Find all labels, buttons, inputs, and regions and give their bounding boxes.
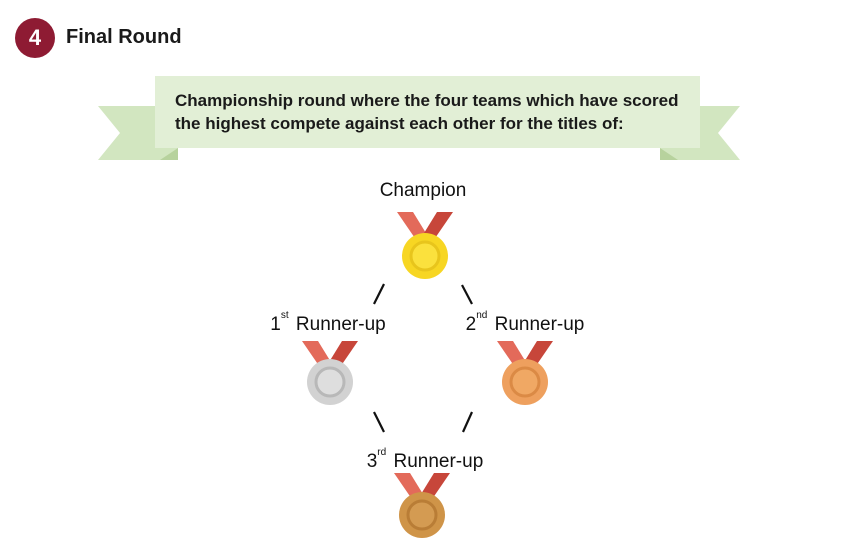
copper-medal-icon xyxy=(394,473,450,538)
section-title: Final Round xyxy=(66,26,182,48)
gold-medal-icon xyxy=(397,212,453,279)
second-runner-up-label: 2nd Runner-up xyxy=(465,310,585,335)
silver-medal-icon xyxy=(302,341,358,405)
connector-second-third xyxy=(461,411,474,433)
connector-champion-first xyxy=(373,283,385,305)
third-runner-up-label: 3rd Runner-up xyxy=(366,447,484,472)
bronze-medal-icon xyxy=(497,341,553,405)
champion-label: Champion xyxy=(379,180,467,201)
connector-first-third xyxy=(373,411,385,433)
connector-champion-second xyxy=(461,284,473,305)
first-runner-up-label: 1st Runner-up xyxy=(270,310,386,335)
step-number-badge: 4 xyxy=(15,18,55,58)
banner-text: Championship round where the four teams … xyxy=(175,91,679,133)
